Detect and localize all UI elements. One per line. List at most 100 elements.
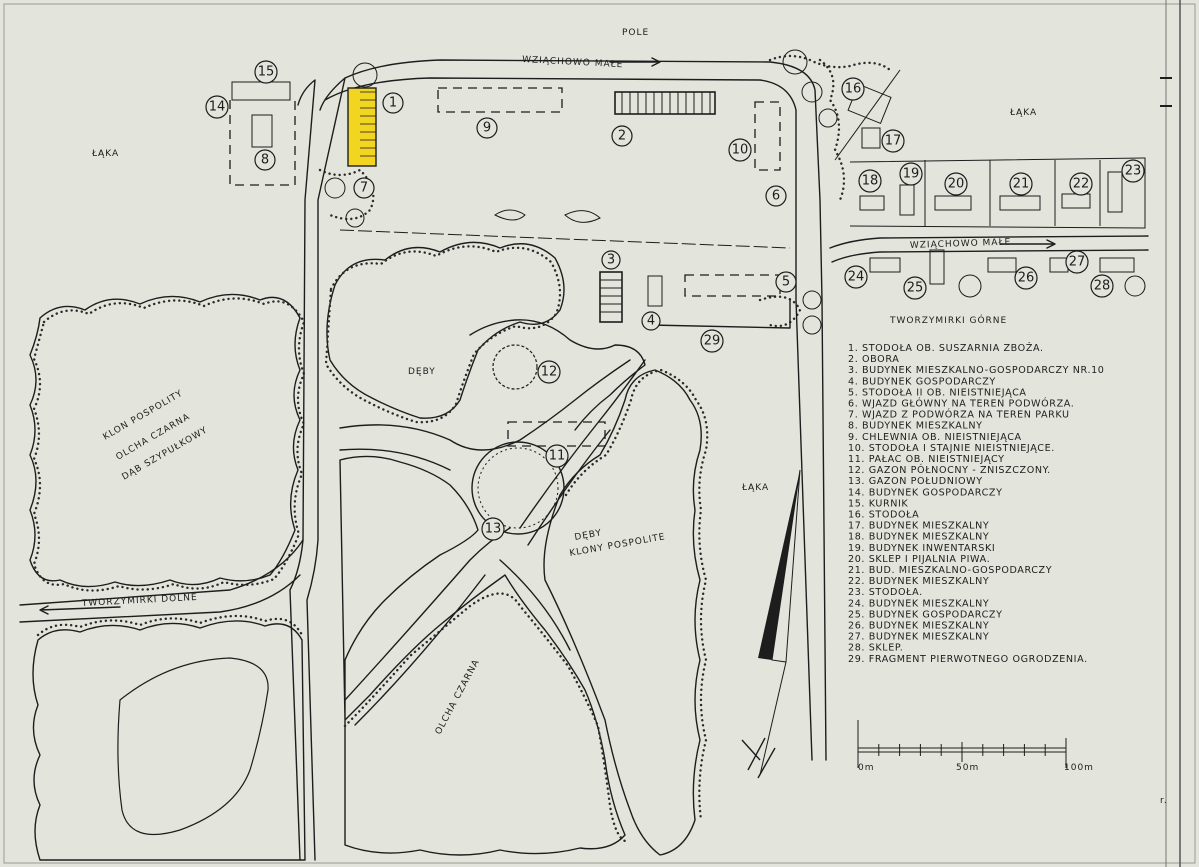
marker-17: 17 [881,129,905,153]
building-21 [999,195,1041,211]
marker-8: 8 [254,149,276,171]
road-top-north [344,59,827,761]
legend-item-11: 11. PAŁAC OB. NIEISTNIEJĄCY [848,454,1005,465]
tree-stipple [32,54,892,843]
alley-to-palace [339,359,631,451]
legend-item-14: 14. BUDYNEK GOSPODARCZY [848,487,1003,498]
legend-item-9: 9. CHLEWNIA OB. NIEISTNIEJĄCA [848,432,1022,443]
legend-item-17: 17. BUDYNEK MIESZKALNY [848,521,989,532]
building-28 [1099,257,1135,273]
marker-25: 25 [903,276,927,300]
marker-2: 2 [611,125,633,147]
label-laka-left: ŁĄKA [91,149,119,159]
svg-text:20: 20 [948,177,965,192]
marker-19: 19 [899,162,923,186]
svg-text:21: 21 [1013,177,1030,192]
building-26 [987,257,1017,273]
road-mid-north [829,235,1149,249]
numbered-markers: 1 2 3 4 5 6 7 8 9 10 11 12 13 14 15 16 1… [205,60,1145,541]
marker-6: 6 [765,185,787,207]
wood-center-arc [469,319,646,431]
alley-west [339,448,451,471]
svg-text:12: 12 [541,365,558,380]
north-arrow [741,469,801,779]
building-23 [1107,171,1123,213]
label-pole: POLE [622,28,649,38]
wood-deby [326,241,565,419]
svg-text:13: 13 [485,522,502,537]
svg-text:3: 3 [607,253,615,268]
legend-item-4: 4. BUDYNEK GOSPODARCZY [848,376,996,387]
marker-13: 13 [481,517,505,541]
road-arrows [39,57,1056,615]
legend-item-5: 5. STODOŁA II OB. NIEISTNIEJĄCA [848,387,1027,398]
building-17 [861,127,881,149]
road-bottom-north [19,539,304,606]
marker-14: 14 [205,95,229,119]
marker-3: 3 [601,250,621,270]
legend-item-28: 28. SKLEP. [848,643,903,654]
marker-10: 10 [728,138,752,162]
legend-item-24: 24. BUDYNEK MIESZKALNY [848,598,989,609]
marker-28: 28 [1090,274,1114,298]
gazon-south-inner [477,447,559,529]
gazon-south [471,441,565,535]
label-laka-center: ŁĄKA [741,483,769,493]
shrub-clumps [324,49,1146,335]
legend-item-19: 19. BUDYNEK INWENTARSKI [848,543,995,554]
alley-east-2 [527,429,611,546]
marker-22: 22 [1069,172,1093,196]
svg-text:16: 16 [845,82,862,97]
building-25 [929,249,945,285]
legend-item-8: 8. BUDYNEK MIESZKALNY [848,421,983,432]
marker-18: 18 [858,169,882,193]
marker-9: 9 [476,117,498,139]
svg-text:18: 18 [862,174,879,189]
marker-24: 24 [844,265,868,289]
svg-text:17: 17 [885,134,902,149]
building-24 [869,257,901,273]
scale-label-end: 100m [1064,763,1094,773]
building-3-hatch [600,279,622,313]
building-4 [647,275,663,307]
alley-south [499,559,571,651]
marker-23: 23 [1121,159,1145,183]
building-2 [614,91,716,115]
gazon-north [492,344,538,390]
label-road-mid: WZIĄCHOWO MAŁE [910,237,1012,251]
sheet-border [3,3,1196,864]
marker-29: 29 [700,329,724,353]
label-deby: DĘBY [408,367,436,377]
svg-text:28: 28 [1094,279,1111,294]
legend-item-10: 10. STODOŁA I STAJNIE NIEISTNIEJĄCE. [848,443,1055,454]
svg-text:2: 2 [618,129,626,144]
legend-item-21: 21. BUD. MIESZKALNO-GOSPODARCZY [848,565,1052,576]
building-2-hatch [621,92,711,114]
legend-item-27: 27. BUDYNEK MIESZKALNY [848,632,989,643]
svg-text:7: 7 [360,181,368,196]
legend-item-1: 1. STODOŁA OB. SUSZARNIA ZBOŻA. [848,341,1044,354]
svg-text:26: 26 [1018,271,1035,286]
svg-text:27: 27 [1069,255,1086,270]
svg-text:10: 10 [732,143,749,158]
building-19 [899,184,915,216]
scale-label-mid: 50m [956,763,979,773]
legend-item-20: 20. SKLEP I PIJALNIA PIWA. [848,554,990,565]
marker-5: 5 [775,271,797,293]
building-3 [599,271,623,323]
legend-item-6: 6. WJAZD GŁÓWNY NA TEREN PODWÓRZA. [848,397,1074,410]
wood-klony [543,369,702,856]
building-1-hatch [360,91,376,157]
building-18 [859,195,885,211]
svg-text:22: 22 [1073,177,1090,192]
building-1-highlight [347,87,377,167]
wood-olcha [339,455,626,856]
svg-text:15: 15 [258,65,275,80]
legend-item-13: 13. GAZON POŁUDNIOWY [848,476,983,487]
scale-bar: 0m 50m 100m [857,720,1094,773]
legend-item-29: 29. FRAGMENT PIERWOTNEGO OGRODZENIA. [848,654,1088,665]
fences [229,69,1146,447]
legend-item-25: 25. BUDYNEK GOSPODARCZY [848,609,1003,620]
svg-text:6: 6 [772,189,780,204]
